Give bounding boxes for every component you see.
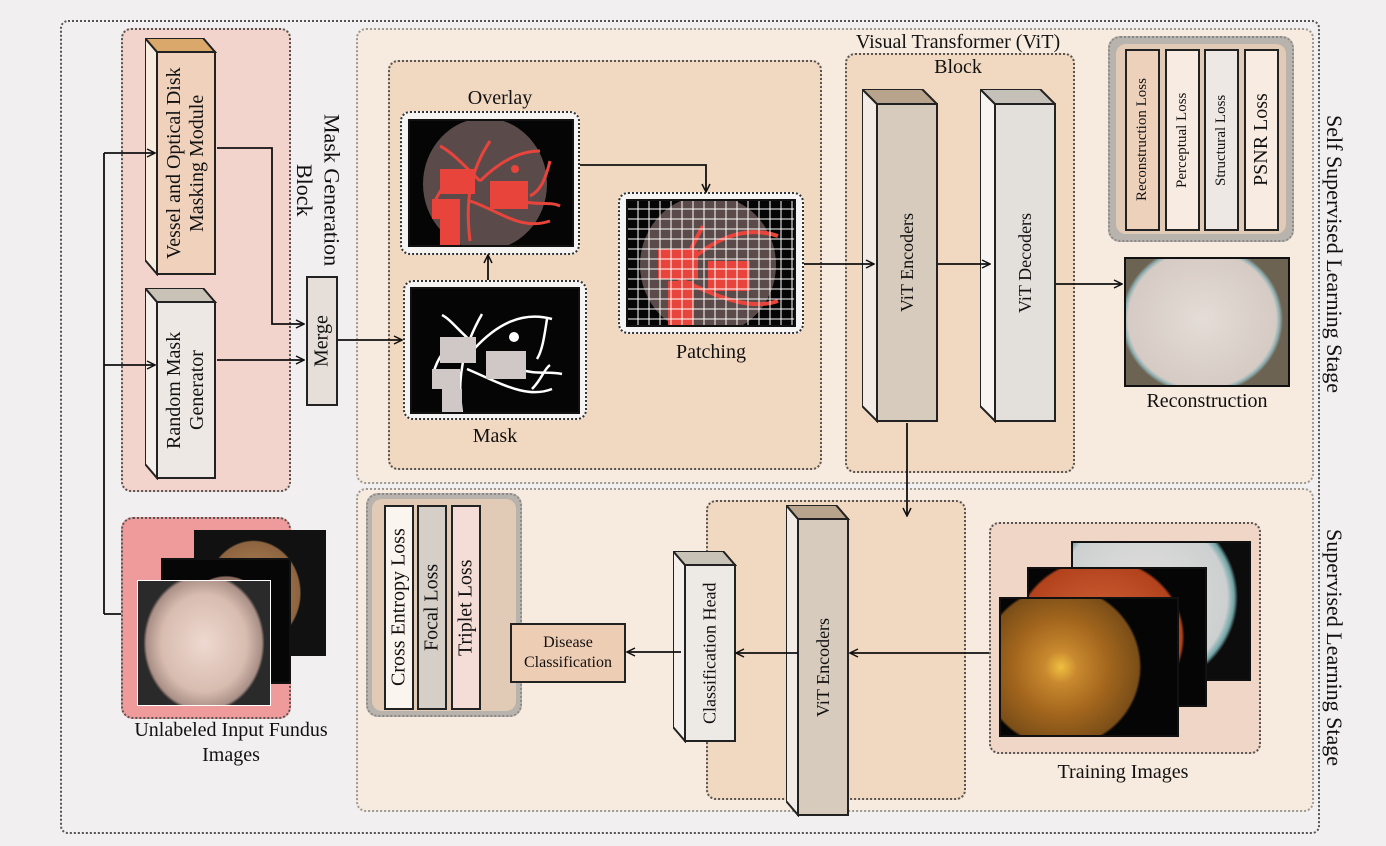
self-supervised-stage-label: Self Supervised Learning Stage <box>1321 115 1347 393</box>
random-mask-generator: Random Mask Generator <box>145 288 217 480</box>
unlabeled-images-label: Unlabeled Input Fundus Images <box>134 719 328 766</box>
patching-label: Patching <box>676 341 746 363</box>
supervised-vit-encoders: ViT Encoders <box>786 505 850 817</box>
arrow-vessel-to-merge <box>217 147 304 324</box>
mask-image <box>410 287 580 414</box>
vit-block-title: Visual Transformer (ViT) Block <box>855 31 1061 78</box>
patching-image <box>626 199 796 327</box>
training-images-label: Training Images <box>1057 761 1189 783</box>
reconstruction-image <box>1124 257 1290 387</box>
mask-label: Mask <box>472 425 518 447</box>
overlay-image <box>408 119 574 247</box>
reconstruction-label: Reconstruction <box>1146 390 1268 412</box>
unlabeled-image-1 <box>137 580 271 706</box>
arrow-overlay-to-patching <box>580 164 706 192</box>
vit-decoders: ViT Decoders <box>980 89 1056 423</box>
outer-frame <box>60 20 1320 834</box>
overlay-label: Overlay <box>467 87 533 109</box>
disease-classification-box: Disease Classification <box>510 623 626 683</box>
training-image-1 <box>999 597 1179 737</box>
arrow-input-trunk <box>103 153 121 615</box>
vit-encoders: ViT Encoders <box>862 89 938 423</box>
supervised-stage-label: Supervised Learning Stage <box>1321 529 1347 767</box>
classification-head: Classification Head <box>673 551 737 743</box>
mask-generation-title: Mask Generation Block <box>292 113 345 267</box>
